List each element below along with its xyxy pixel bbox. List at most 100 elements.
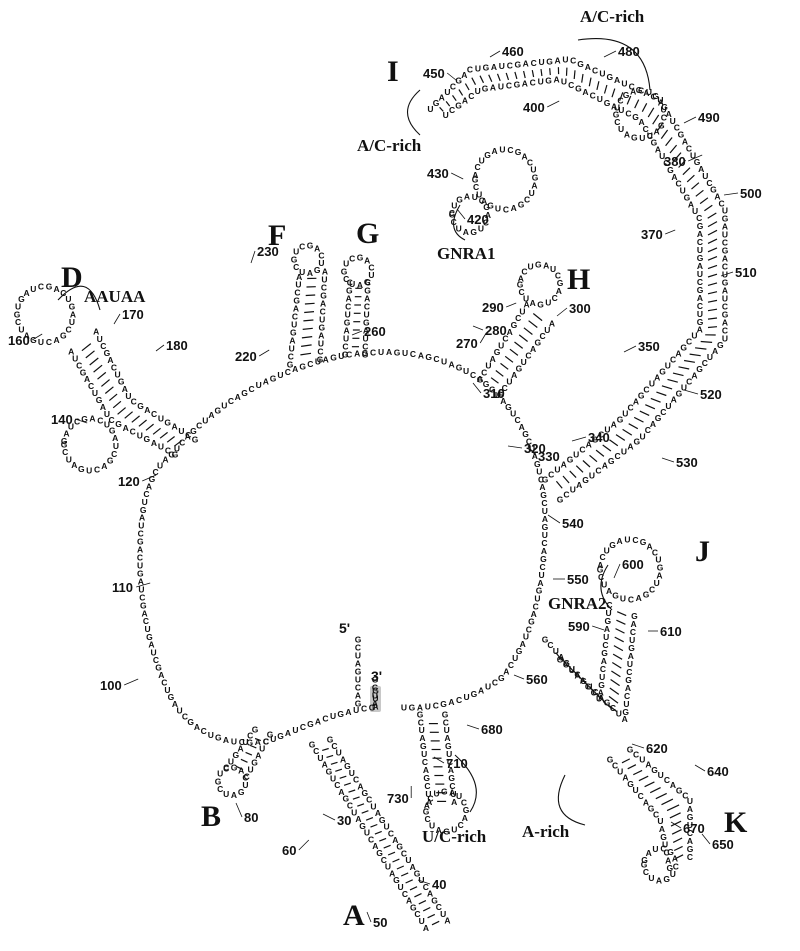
loop-nucleotide: C [475, 162, 481, 172]
strand-nucleotide: A [354, 349, 360, 359]
position-tick-510 [720, 271, 734, 277]
strand-nucleotide: C [602, 640, 608, 650]
strand-nucleotide: A [507, 327, 513, 337]
loop-nucleotide: C [223, 764, 229, 774]
position-ticks [31, 50, 739, 923]
strand-nucleotide: G [567, 454, 574, 464]
loop-nucleotide: A [71, 460, 77, 470]
strand-nucleotide: G [241, 388, 248, 398]
stem-D [17, 287, 195, 471]
base-pair [672, 837, 683, 843]
strand-nucleotide: A [643, 797, 649, 807]
strand-nucleotide: G [617, 414, 624, 424]
strand-nucleotide: A [611, 101, 617, 111]
strand-nucleotide: C [239, 737, 245, 747]
strand-nucleotide: U [256, 380, 262, 390]
loop-nucleotide: A [424, 801, 430, 811]
strand-nucleotide: A [688, 199, 694, 209]
strand-nucleotide: C [263, 736, 269, 746]
strand-nucleotide: C [111, 362, 117, 372]
strand-nucleotide: A [318, 330, 324, 340]
strand-nucleotide: G [483, 379, 490, 389]
base-pair [602, 700, 613, 710]
position-number-320: 320 [524, 441, 546, 456]
strand-nucleotide: U [534, 593, 540, 603]
loop-nucleotide: A [543, 260, 549, 270]
base-pair [439, 106, 444, 112]
strand-nucleotide: C [388, 828, 394, 838]
strand-nucleotide: A [444, 915, 450, 925]
strand-nucleotide: A [389, 868, 395, 878]
loop-nucleotide: G [341, 266, 348, 276]
strand-nucleotide: G [355, 698, 362, 708]
strand-nucleotide: A [292, 364, 298, 374]
base-pair [101, 379, 110, 387]
loop-nucleotide: A [656, 570, 662, 580]
strand-nucleotide: U [372, 690, 378, 700]
region-label-ac-rich-top: A/C-rich [580, 7, 645, 26]
loop-nucleotide: U [368, 270, 374, 280]
strand-nucleotide: C [130, 426, 136, 436]
loop-nucleotide: C [427, 794, 433, 804]
strand-nucleotide: G [246, 737, 253, 747]
strand-nucleotide: U [425, 789, 431, 799]
strand-nucleotide: G [697, 253, 704, 263]
loop-nucleotide: U [495, 203, 501, 213]
base-pair [616, 619, 626, 625]
strand-nucleotide: U [570, 485, 576, 495]
strand-nucleotide: A [722, 285, 728, 295]
position-number-230: 230 [257, 244, 279, 259]
base-pair [707, 221, 718, 228]
strand-nucleotide: U [443, 110, 449, 120]
position-number-110: 110 [112, 580, 133, 595]
base-pair [707, 317, 718, 320]
base-pair [682, 167, 691, 176]
strand-nucleotide: A [532, 451, 538, 461]
loop-nucleotide: C [649, 585, 655, 595]
base-pair [396, 865, 405, 870]
loop-nucleotide: G [357, 252, 364, 262]
base-pair [673, 845, 683, 852]
loop-nucleotide: C [552, 293, 558, 303]
strand-nucleotide: G [678, 130, 685, 140]
strand-nucleotide: C [696, 213, 702, 223]
loop-nucleotide: U [104, 420, 110, 430]
base-pair [250, 744, 257, 749]
strand-nucleotide: U [221, 401, 227, 411]
strand-nucleotide: U [623, 699, 629, 709]
loop-nucleotide: U [217, 769, 223, 779]
strand-nucleotide: G [540, 490, 547, 500]
strand-nucleotide: U [330, 773, 336, 783]
base-pair [383, 844, 391, 849]
strand-nucleotide: C [502, 334, 508, 344]
strand-nucleotide: A [151, 438, 157, 448]
loop-nucleotide: U [545, 297, 551, 307]
strand-nucleotide: C [664, 847, 670, 857]
base-pair [695, 347, 707, 350]
strand-nucleotide: G [299, 361, 306, 371]
position-number-540: 540 [562, 516, 584, 531]
strand-nucleotide: U [554, 464, 560, 474]
position-tick-320 [507, 445, 523, 449]
domain-label-F: F [268, 219, 286, 252]
position-labels: 3040506080100110120140160170180220230260… [8, 44, 762, 930]
base-pair [588, 77, 592, 87]
strand-nucleotide: G [393, 875, 400, 885]
strand-nucleotide: A [520, 639, 526, 649]
loop-nucleotide: G [30, 335, 37, 345]
strand-nucleotide: C [670, 354, 676, 364]
strand-nucleotide: A [208, 410, 214, 420]
strand-nucleotide: G [651, 765, 658, 775]
loop-nucleotide: C [15, 317, 21, 327]
strand-nucleotide: G [598, 680, 605, 690]
loop-nucleotide: A [556, 286, 562, 296]
base-pair [645, 404, 656, 410]
base-pair [582, 460, 591, 468]
strand-nucleotide: A [558, 652, 564, 662]
position-number-340: 340 [588, 430, 610, 445]
base-pair [159, 431, 168, 439]
loop-nucleotide: G [443, 826, 450, 836]
strand-nucleotide: G [580, 676, 587, 686]
loop-nucleotide: G [658, 120, 665, 130]
strand-nucleotide: A [631, 619, 637, 629]
